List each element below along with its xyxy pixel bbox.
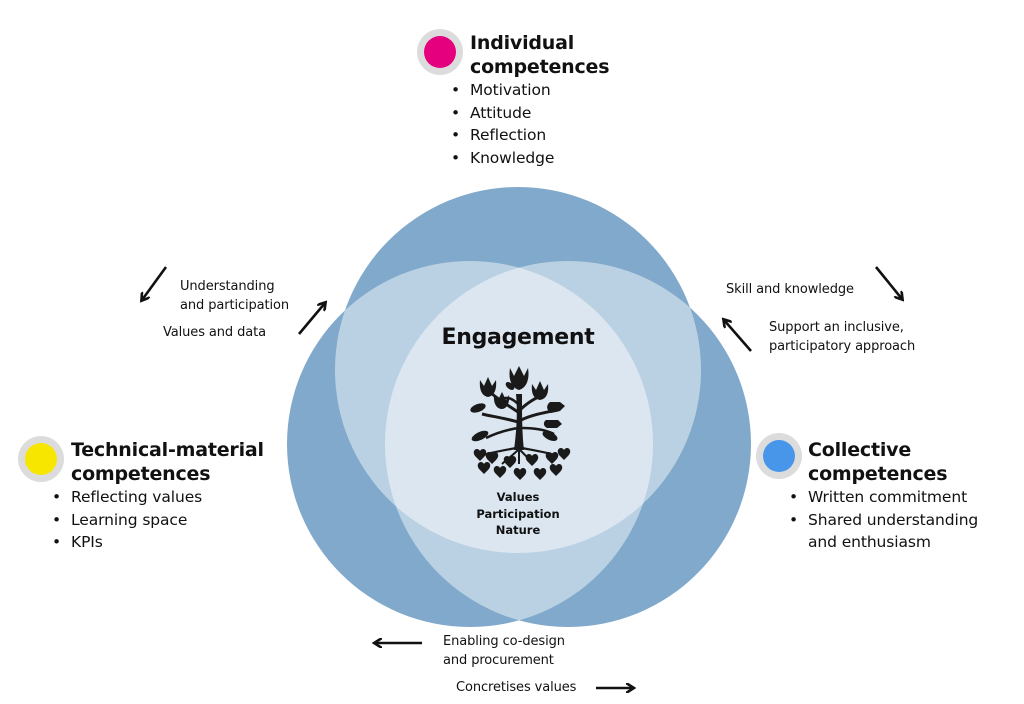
list-item: KPIs xyxy=(51,531,264,554)
list-item: Motivation xyxy=(450,79,609,102)
arrow-down-left-icon xyxy=(142,266,168,300)
center-word: Participation xyxy=(476,506,560,521)
list-item-continuation: and enthusiasm xyxy=(808,533,931,551)
technical-dot-fill xyxy=(25,443,57,475)
title-line: competences xyxy=(71,463,211,485)
overlap-all-three xyxy=(385,261,653,553)
arrow-up-left-icon xyxy=(724,320,752,352)
group-title: Collective competences xyxy=(788,438,978,486)
group-individual-competences: Individual competences Motivation Attitu… xyxy=(450,31,610,169)
group-collective-competences: Collective competences Written commitmen… xyxy=(788,438,978,554)
arrow-up-right-icon xyxy=(298,303,325,335)
competence-list: Motivation Attitude Reflection Knowledge xyxy=(450,79,609,169)
list-item: Shared understanding xyxy=(788,509,978,532)
list-item: Reflection xyxy=(450,124,609,147)
competence-list: Reflecting values Learning space KPIs xyxy=(51,486,264,554)
list-item: Reflecting values xyxy=(51,486,264,509)
center-values-list: Values Participation Nature xyxy=(448,489,588,539)
label-line: and participation xyxy=(180,298,290,313)
center-word: Nature xyxy=(495,523,541,537)
collective-dot-fill xyxy=(763,440,795,472)
label-line: participatory approach xyxy=(769,339,916,354)
list-item: Knowledge xyxy=(450,147,609,170)
group-title: Individual competences xyxy=(450,31,610,79)
label-values-and-data: Values and data xyxy=(163,325,266,340)
label-skill-and-knowledge: Skill and knowledge xyxy=(726,282,854,297)
group-technical-material-competences: Technical-material competences Reflectin… xyxy=(51,438,264,554)
title-line: Technical-material xyxy=(71,439,264,461)
label-codesign-procurement: Enabling co-design and procurement xyxy=(443,632,565,670)
technical-dot-icon xyxy=(18,436,64,482)
list-item: Learning space xyxy=(51,509,264,532)
title-line: competences xyxy=(808,463,948,485)
label-line: Support an inclusive, xyxy=(769,320,904,335)
tree-with-heart-roots-icon xyxy=(470,366,571,480)
label-line: Enabling co-design xyxy=(443,634,565,649)
label-inclusive-approach: Support an inclusive, participatory appr… xyxy=(769,318,915,356)
title-line: Individual xyxy=(470,32,575,54)
collective-dot-icon xyxy=(756,433,802,479)
list-item: Attitude xyxy=(450,102,609,125)
label-concretises-values: Concretises values xyxy=(456,680,577,695)
competence-list: Written commitment Shared understanding … xyxy=(788,486,978,554)
label-line: and procurement xyxy=(443,653,554,668)
title-line: competences xyxy=(470,56,610,78)
individual-dot-icon xyxy=(417,29,463,75)
label-understanding-participation: Understanding and participation xyxy=(180,277,289,315)
arrow-down-right-icon xyxy=(874,266,902,299)
label-line: Understanding xyxy=(180,279,275,294)
group-title: Technical-material competences xyxy=(51,438,264,486)
title-line: Collective xyxy=(808,439,912,461)
center-word: Values xyxy=(496,490,540,504)
individual-dot-fill xyxy=(424,36,456,68)
center-title: Engagement xyxy=(441,325,595,350)
list-item: Written commitment xyxy=(788,486,978,509)
